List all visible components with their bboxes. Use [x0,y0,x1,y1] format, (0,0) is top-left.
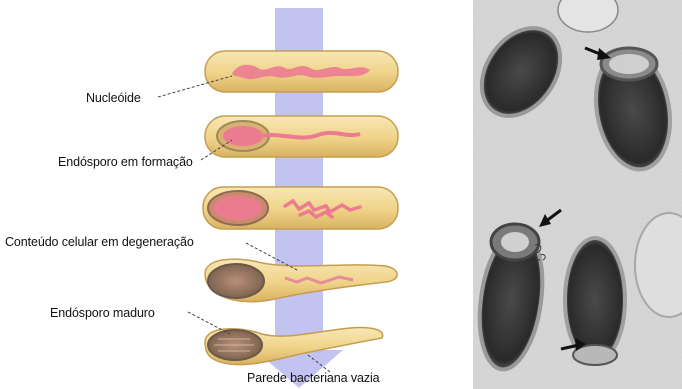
label-nucleoid: Nucleóide [86,91,141,105]
label-degenerating-content: Conteúdo celular em degeneração [5,235,194,249]
label-forming-endospore: Endósporo em formação [58,155,193,169]
label-mature-endospore: Endósporo maduro [50,306,155,320]
cell-stage-1 [205,51,398,92]
micro-cell-bottom-center [565,238,625,362]
cell-stage-3 [203,187,398,229]
cell-stage-2 [205,116,398,157]
leader-mature-endospore [188,312,230,334]
electron-micrograph [473,0,682,389]
sporulation-diagram [0,0,470,389]
label-empty-wall: Parede bacteriana vazia [247,371,380,385]
